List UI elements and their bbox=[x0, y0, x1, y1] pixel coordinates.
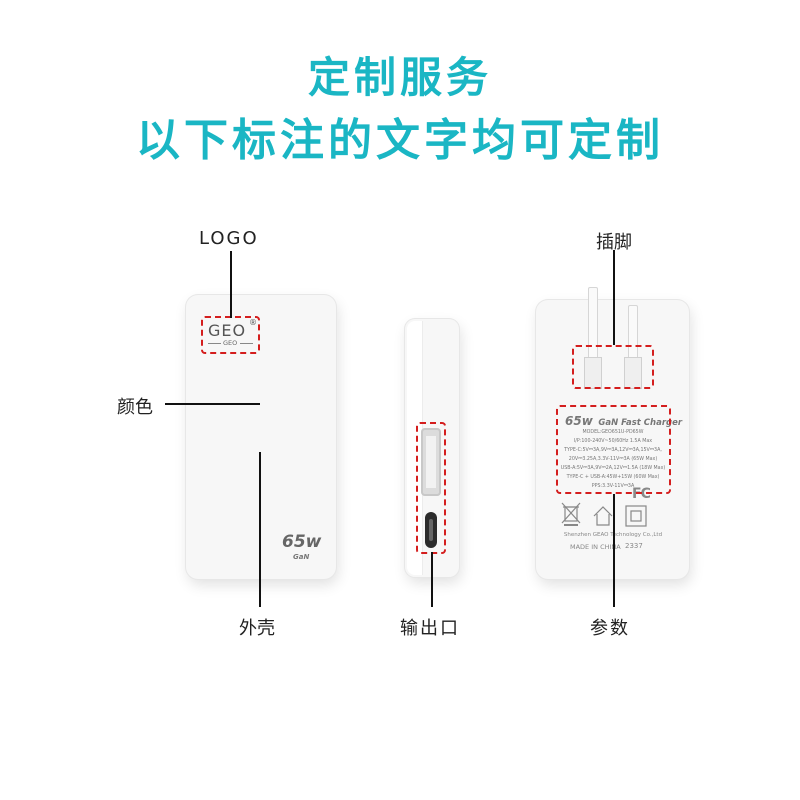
color-leader-line bbox=[165, 403, 260, 405]
label-output: 输出口 bbox=[400, 618, 460, 639]
spec-line-typec-2: 20V⎓3.25A,3.3V-11V⎓3A (65W Max) bbox=[568, 456, 658, 462]
logo-registered-mark: ® bbox=[249, 318, 257, 327]
date-code-text: 2337 bbox=[625, 542, 643, 550]
logo-text: GEO bbox=[208, 321, 247, 340]
weee-bin-icon bbox=[561, 502, 581, 526]
label-params: 参数 bbox=[590, 618, 630, 639]
logo-subtext: GEO bbox=[223, 339, 238, 347]
spec-line-usba: USB-A:5V⎓3A,9V⎓2A,12V⎓1.5A (18W Max) bbox=[560, 465, 666, 471]
shell-leader-line bbox=[259, 452, 261, 607]
usb-c-port bbox=[425, 512, 437, 548]
output-ports-highlight-box bbox=[416, 422, 446, 554]
charger-front bbox=[186, 295, 336, 579]
label-color: 颜色 bbox=[117, 397, 153, 418]
logo-leader-line bbox=[230, 251, 232, 318]
front-gan-mark: GaN bbox=[293, 553, 310, 561]
label-logo: LOGO bbox=[199, 228, 259, 249]
double-insulation-icon bbox=[625, 505, 647, 527]
spec-headline-text: GaN Fast Charger bbox=[598, 418, 683, 428]
logo-divider-left bbox=[208, 343, 221, 344]
indoor-use-house-icon bbox=[593, 506, 613, 526]
params-highlight-box bbox=[556, 405, 671, 494]
title-line-1: 定制服务 bbox=[307, 53, 492, 102]
spec-line-model: MODEL:GEO651U-PD65W bbox=[582, 429, 644, 435]
front-logo: GEO ® GEO bbox=[203, 318, 259, 354]
label-pins: 插脚 bbox=[596, 232, 632, 253]
logo-divider-right bbox=[240, 343, 253, 344]
pins-leader-line bbox=[613, 250, 615, 345]
front-power-rating: 65w bbox=[282, 532, 322, 552]
usb-a-port bbox=[421, 428, 441, 496]
title-line-2: 以下标注的文字均可定制 bbox=[136, 115, 664, 166]
spec-line-pps: PPS:3.3V-11V⎓3A bbox=[591, 483, 635, 489]
output-leader-line bbox=[431, 552, 433, 607]
spec-headline: 65w GaN Fast Charger bbox=[565, 410, 682, 429]
pins-highlight-box bbox=[572, 345, 654, 389]
params-leader-line bbox=[613, 494, 615, 607]
spec-line-input: I/P:100-240V~50/60Hz 1.5A Max bbox=[573, 438, 653, 444]
company-text: Shenzhen GEAO Technology Co.,Ltd bbox=[563, 532, 663, 538]
spec-headline-power: 65w bbox=[565, 414, 593, 428]
logo-highlight-box bbox=[201, 316, 260, 354]
spec-lines: MODEL:GEO651U-PD65W I/P:100-240V~50/60Hz… bbox=[553, 429, 673, 490]
spec-line-typec-1: TYPE-C:5V⎓3A,9V⎓3A,12V⎓3A,15V⎓3A, bbox=[564, 447, 662, 453]
spec-line-combined: TYPE-C + USB-A:45W+15W (60W Max) bbox=[566, 474, 660, 480]
fc-mark: FC bbox=[632, 486, 651, 502]
side-edge bbox=[407, 321, 423, 575]
made-in-text: MADE IN CHINA bbox=[570, 543, 621, 551]
label-shell: 外壳 bbox=[239, 618, 275, 639]
